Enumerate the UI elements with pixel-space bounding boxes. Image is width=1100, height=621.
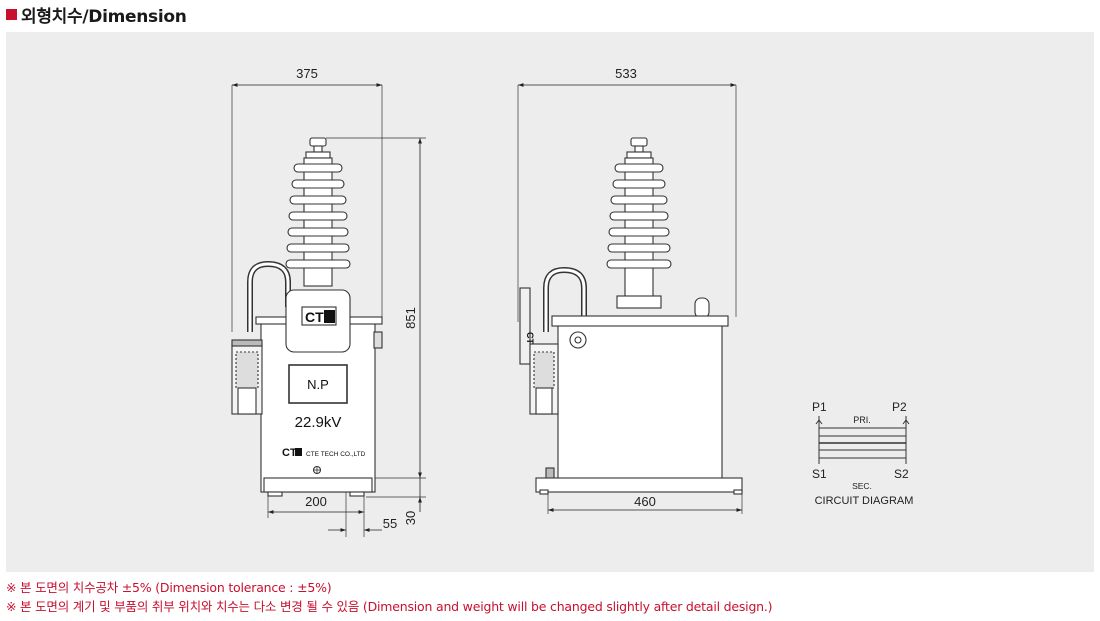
front-company: CTE TECH CO.,LTD bbox=[306, 451, 366, 458]
circuit-s1: S1 bbox=[812, 467, 827, 481]
dim-foot-height: 30 bbox=[403, 511, 418, 525]
dim-side-base: 460 bbox=[634, 494, 656, 509]
front-dimensions bbox=[232, 83, 422, 532]
section-title: 외형치수/Dimension bbox=[21, 6, 187, 27]
dim-height: 851 bbox=[403, 307, 418, 329]
section-header: 외형치수/Dimension bbox=[6, 2, 187, 27]
side-dimensions bbox=[518, 83, 742, 512]
circuit-caption: CIRCUIT DIAGRAM bbox=[815, 495, 914, 507]
dim-side-width: 533 bbox=[615, 66, 637, 81]
front-voltage: 22.9kV bbox=[295, 414, 342, 431]
front-logo: CT bbox=[305, 309, 324, 325]
note-design-change: ※ 본 도면의 계기 및 부품의 취부 위치와 치수는 다소 변경 될 수 있음… bbox=[6, 599, 773, 614]
note-tolerance: ※ 본 도면의 치수공차 ±5% (Dimension tolerance : … bbox=[6, 580, 332, 595]
circuit-pri: PRI. bbox=[853, 415, 871, 425]
front-view bbox=[231, 85, 426, 537]
circuit-s2: S2 bbox=[894, 467, 909, 481]
side-body bbox=[557, 323, 723, 481]
front-company-logo: CT bbox=[282, 447, 297, 459]
front-company-mark bbox=[295, 448, 302, 456]
circuit-p2: P2 bbox=[892, 400, 907, 414]
side-logo: CT bbox=[525, 332, 535, 344]
side-view bbox=[517, 85, 743, 514]
dim-bottom-offset: 55 bbox=[383, 516, 397, 531]
front-conservator bbox=[231, 339, 263, 415]
side-conservator bbox=[519, 287, 559, 415]
dimension-drawing: CT N.P 22.9kV CT CTE TECH CO.,LTD 375 85… bbox=[231, 66, 914, 537]
front-nameplate-label: N.P bbox=[307, 377, 329, 392]
notes: ※ 본 도면의 치수공차 ±5% (Dimension tolerance : … bbox=[6, 578, 1096, 616]
drawing-panel: CT N.P 22.9kV CT CTE TECH CO.,LTD 375 85… bbox=[6, 32, 1094, 572]
circuit-p1: P1 bbox=[812, 400, 827, 414]
dim-front-width: 375 bbox=[296, 66, 318, 81]
front-logo-mark bbox=[324, 310, 335, 323]
front-insulator bbox=[285, 157, 351, 287]
circuit-sec: SEC. bbox=[852, 481, 872, 491]
dim-base-span: 200 bbox=[305, 494, 327, 509]
side-insulator bbox=[606, 157, 672, 309]
red-square-icon bbox=[6, 8, 17, 20]
circuit-diagram bbox=[815, 416, 910, 464]
